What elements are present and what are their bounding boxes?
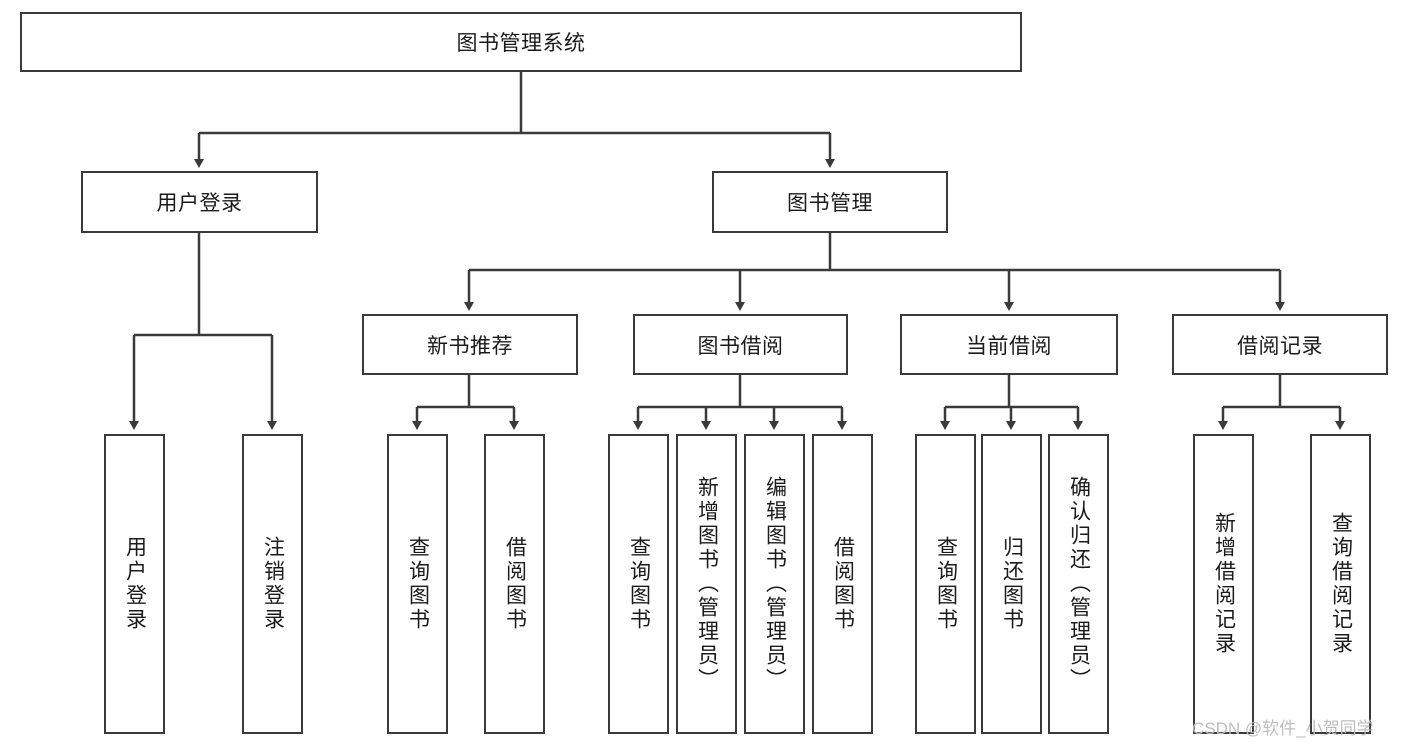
node-leaf-logout-login[interactable]: 注销登录 [242, 434, 303, 734]
node-book-manage[interactable]: 图书管理 [712, 171, 948, 233]
node-leaf-edit-book[interactable]: 编辑图书（管理员） [744, 434, 805, 734]
leaf-return-book-label: 归还图书 [1000, 536, 1024, 632]
leaf-logout-login-label: 注销登录 [261, 536, 285, 632]
node-borrow-record-label: 借阅记录 [1237, 334, 1323, 358]
leaf-confirm-return-label: 确认归还（管理员） [1067, 476, 1091, 692]
leaf-query-book-1-label: 查询图书 [406, 536, 430, 632]
leaf-add-book-label: 新增图书（管理员） [695, 476, 719, 692]
node-leaf-query-record[interactable]: 查询借阅记录 [1310, 434, 1371, 734]
leaf-edit-book-label: 编辑图书（管理员） [763, 476, 787, 692]
node-book-manage-label: 图书管理 [787, 192, 873, 215]
node-leaf-confirm-return[interactable]: 确认归还（管理员） [1048, 434, 1109, 734]
node-root-label: 图书管理系统 [456, 32, 586, 55]
node-leaf-borrow-book-2[interactable]: 借阅图书 [812, 434, 873, 734]
node-leaf-return-book[interactable]: 归还图书 [981, 434, 1042, 734]
watermark: CSDN @软件_小贺同学 [1192, 719, 1374, 738]
node-current-borrow[interactable]: 当前借阅 [900, 314, 1118, 375]
node-user-login-label: 用户登录 [156, 192, 243, 215]
leaf-query-record-label: 查询借阅记录 [1329, 512, 1353, 656]
node-leaf-user-login[interactable]: 用户登录 [104, 434, 165, 734]
leaf-query-book-2-label: 查询图书 [627, 536, 651, 632]
leaf-query-book-3-label: 查询图书 [934, 536, 958, 632]
node-root[interactable]: 图书管理系统 [20, 12, 1022, 72]
node-leaf-borrow-book-1[interactable]: 借阅图书 [484, 434, 545, 734]
node-borrow-record[interactable]: 借阅记录 [1172, 314, 1388, 375]
node-leaf-add-book[interactable]: 新增图书（管理员） [676, 434, 737, 734]
leaf-borrow-book-2-label: 借阅图书 [831, 536, 855, 632]
node-new-book-rec-label: 新书推荐 [427, 334, 513, 358]
node-leaf-add-record[interactable]: 新增借阅记录 [1193, 434, 1254, 734]
node-user-login[interactable]: 用户登录 [81, 171, 318, 233]
leaf-user-login-label: 用户登录 [123, 536, 147, 632]
node-book-borrow[interactable]: 图书借阅 [633, 314, 848, 375]
leaf-add-record-label: 新增借阅记录 [1212, 512, 1236, 656]
leaf-borrow-book-1-label: 借阅图书 [503, 536, 527, 632]
node-leaf-query-book-2[interactable]: 查询图书 [608, 434, 669, 734]
node-leaf-query-book-3[interactable]: 查询图书 [915, 434, 976, 734]
node-new-book-rec[interactable]: 新书推荐 [362, 314, 578, 375]
node-book-borrow-label: 图书借阅 [697, 334, 784, 358]
node-leaf-query-book-1[interactable]: 查询图书 [387, 434, 448, 734]
node-current-borrow-label: 当前借阅 [966, 334, 1052, 358]
